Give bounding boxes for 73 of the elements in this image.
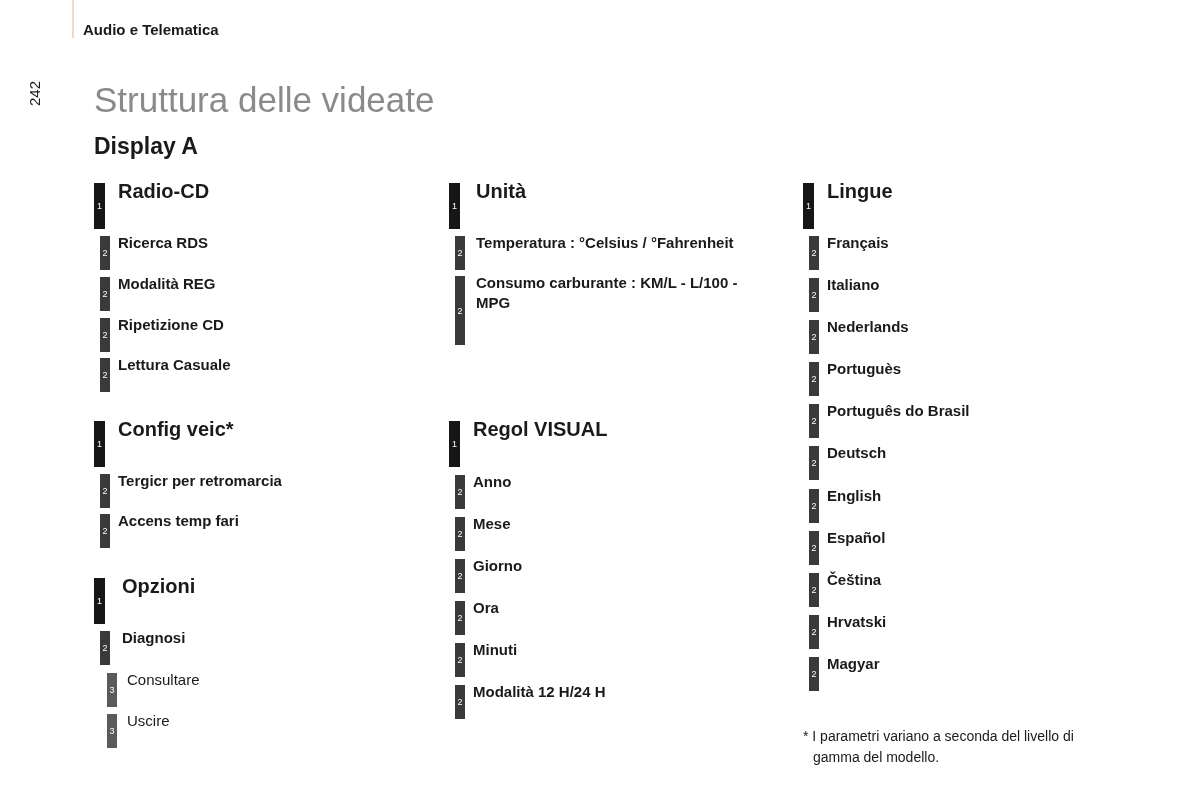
level-marker: 3 [107,673,117,707]
menu-item-label: Mese [473,514,511,534]
level-marker: 1 [94,421,105,467]
level-marker: 2 [100,514,110,548]
level-marker: 1 [94,578,105,624]
menu-item-label: Hrvatski [827,612,887,632]
menu-item-label: Ora [473,598,499,618]
level-marker: 2 [455,643,465,677]
menu-item-label: Uscire [127,711,170,731]
level-marker: 2 [455,517,465,551]
level-marker: 2 [100,358,110,392]
menu-item-label: Italiano [827,275,880,295]
level-marker: 2 [809,531,819,565]
menu-item-label: Portuguès [827,359,902,379]
level-marker: 2 [809,573,819,607]
menu-item-label: Temperatura : °Celsius / °Fahrenheit [476,233,734,253]
level-marker: 2 [455,475,465,509]
level-marker: 2 [455,685,465,719]
menu-item-label: Anno [473,472,512,492]
menu-item-label: Giorno [473,556,523,576]
level-marker: 2 [809,320,819,354]
menu-heading: Opzioni [122,574,196,599]
level-marker: 3 [107,714,117,748]
level-marker: 2 [100,474,110,508]
level-marker: 2 [809,362,819,396]
level-marker: 1 [94,183,105,229]
level-marker: 1 [449,183,460,229]
level-marker: 2 [455,236,465,270]
level-marker: 2 [455,559,465,593]
level-marker: 2 [809,489,819,523]
menu-heading: Config veic* [118,417,234,442]
menu-item-label: Consumo carburante : KM/L - L/100 - MPG [476,273,739,313]
level-marker: 2 [455,601,465,635]
menu-item-label: Lettura Casuale [118,355,231,375]
menu-item-label: Português do Brasil [827,401,970,421]
menu-item-label: Accens temp fari [118,511,239,531]
level-marker: 2 [809,236,819,270]
level-marker: 2 [100,318,110,352]
menu-item-label: Minuti [473,640,518,660]
menu-item-label: Ripetizione CD [118,315,224,335]
section-header: Audio e Telematica [83,21,219,38]
menu-item-label: English [827,486,882,506]
menu-item-label: Tergicr per retromarcia [118,471,282,491]
menu-item-label: Deutsch [827,443,887,463]
level-marker: 2 [809,615,819,649]
menu-heading: Lingue [827,179,893,204]
menu-heading: Unità [476,179,526,204]
page-number: 242 [26,80,43,106]
level-marker: 2 [809,404,819,438]
menu-item-label: Modalità 12 H/24 H [473,682,606,702]
level-marker: 1 [803,183,814,229]
menu-item-label: Consultare [127,670,200,690]
menu-item-label: Nederlands [827,317,909,337]
footnote: * I parametri variano a seconda del livello di gamma del modello. [803,727,1075,767]
level-marker: 2 [100,631,110,665]
menu-item-label: Diagnosi [122,628,186,648]
level-marker: 1 [449,421,460,467]
level-marker: 2 [809,446,819,480]
menu-item-label: Ricerca RDS [118,233,209,253]
level-marker: 2 [100,236,110,270]
page-title: Struttura delle videate [94,80,435,120]
menu-heading: Radio-CD [118,179,210,204]
menu-heading: Regol VISUAL [473,417,608,442]
menu-item-label: Español [827,528,886,548]
menu-item-label: Magyar [827,654,880,674]
level-marker: 2 [809,278,819,312]
level-marker: 2 [100,277,110,311]
menu-item-label: Čeština [827,570,882,590]
menu-item-label: Modalità REG [118,274,216,294]
level-marker: 2 [455,276,465,345]
level-marker: 2 [809,657,819,691]
section-heading: Display A [94,133,198,160]
menu-item-label: Français [827,233,889,253]
